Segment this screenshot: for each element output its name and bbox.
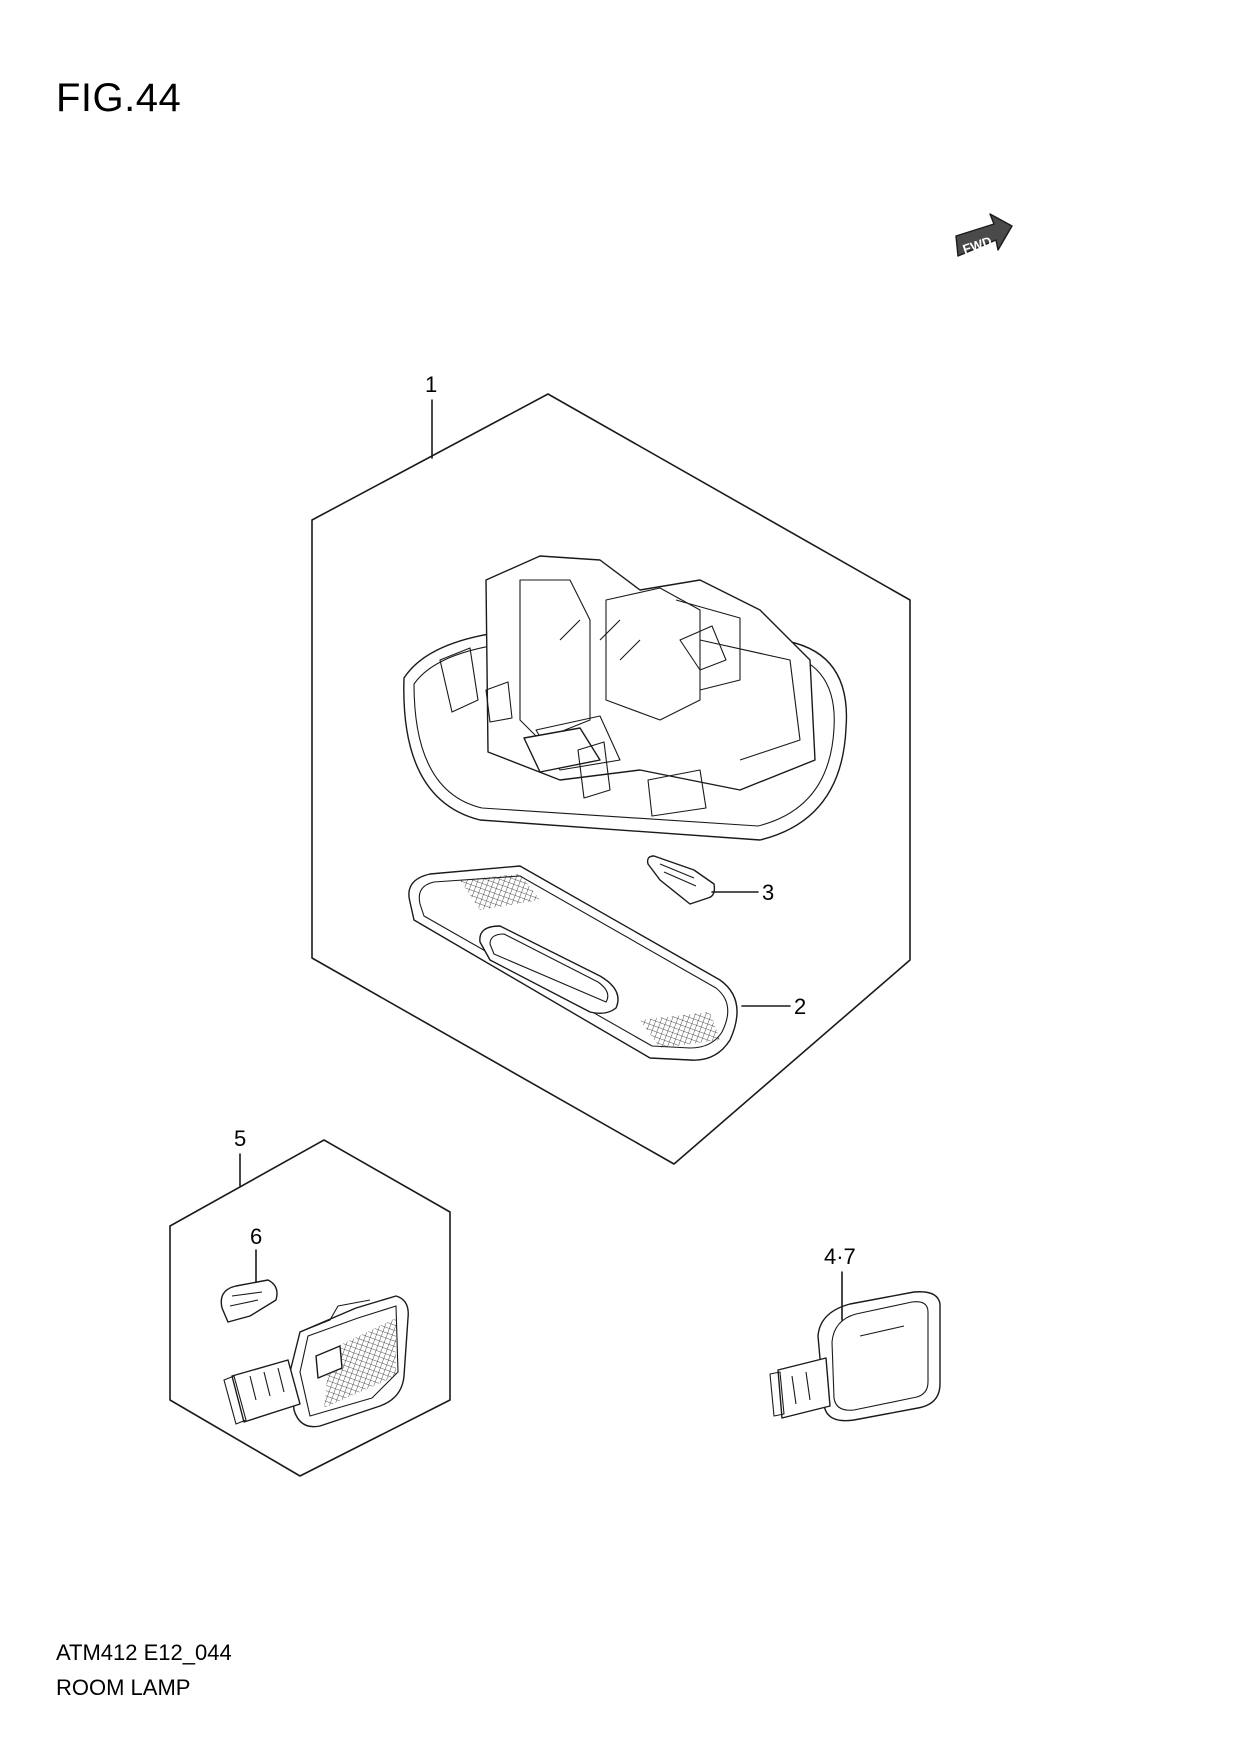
callout-5: 5 — [234, 1126, 246, 1151]
callout-4-7: 4·7 — [824, 1244, 856, 1269]
cargo-lamp — [223, 1295, 409, 1428]
wedge-bulb — [220, 1279, 278, 1323]
festoon-bulb — [646, 855, 716, 905]
diagram-code: ATM412 E12_044 — [56, 1640, 232, 1665]
diagram-name: ROOM LAMP — [56, 1675, 191, 1700]
switch-lamp — [769, 1291, 941, 1422]
callout-3: 3 — [762, 880, 774, 905]
callout-6: 6 — [250, 1224, 262, 1249]
fwd-arrow-icon: FWD — [955, 213, 1013, 257]
callout-2: 2 — [794, 994, 806, 1019]
callout-1: 1 — [425, 372, 437, 397]
group-outline-5 — [169, 1139, 451, 1477]
group-outline-1 — [311, 393, 911, 1165]
figure-title: FIG.44 — [56, 76, 182, 120]
room-lamp-housing — [403, 555, 848, 841]
lamp-lens — [408, 865, 738, 1061]
